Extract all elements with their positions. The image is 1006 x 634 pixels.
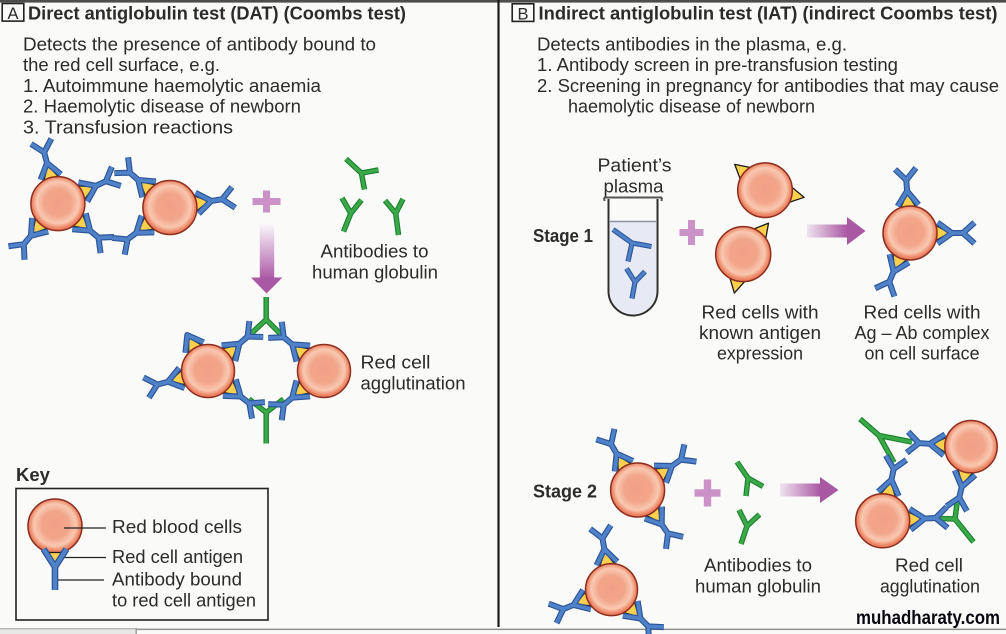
svg-text:haemolytic disease of newborn: haemolytic disease of newborn [568, 96, 815, 117]
svg-text:the red cell surface, e.g.: the red cell surface, e.g. [23, 54, 220, 75]
svg-text:human globulin: human globulin [312, 261, 438, 282]
svg-text:A: A [7, 5, 18, 23]
svg-text:plasma: plasma [604, 176, 665, 197]
svg-text:Indirect antiglobulin test (IA: Indirect antiglobulin test (IAT) (indire… [539, 3, 998, 24]
svg-text:Antibody bound: Antibody bound [112, 569, 242, 590]
svg-text:agglutination: agglutination [361, 373, 466, 394]
svg-text:expression: expression [717, 343, 803, 364]
svg-text:1. Antibody screen in pre-tran: 1. Antibody screen in pre-transfusion te… [537, 54, 898, 75]
svg-text:Antibodies to: Antibodies to [704, 555, 812, 576]
svg-text:2. Haemolytic disease of newbo: 2. Haemolytic disease of newborn [23, 96, 301, 117]
svg-text:Key: Key [16, 464, 51, 485]
svg-text:Detects antibodies in the plas: Detects antibodies in the plasma, e.g. [537, 33, 847, 54]
svg-text:to red cell antigen: to red cell antigen [112, 590, 256, 611]
svg-text:Red cell: Red cell [895, 555, 963, 576]
svg-text:Stage 2: Stage 2 [533, 481, 597, 502]
svg-text:Red cells with: Red cells with [864, 302, 981, 323]
svg-text:1. Autoimmune haemolytic anaem: 1. Autoimmune haemolytic anaemia [23, 75, 322, 96]
svg-text:Red cell: Red cell [361, 352, 431, 373]
svg-text:Red blood cells: Red blood cells [112, 516, 242, 537]
svg-text:Ag – Ab complex: Ag – Ab complex [855, 322, 990, 343]
svg-text:3. Transfusion reactions: 3. Transfusion reactions [23, 116, 233, 137]
svg-text:known antigen: known antigen [699, 322, 821, 343]
svg-text:agglutination: agglutination [880, 576, 980, 597]
svg-text:Direct antiglobulin test (DAT): Direct antiglobulin test (DAT) (Coombs t… [28, 3, 406, 24]
svg-text:Detects the presence of antibo: Detects the presence of antibody bound t… [23, 33, 376, 54]
svg-text:Antibodies to: Antibodies to [321, 241, 429, 262]
svg-text:2. Screening in pregnancy for: 2. Screening in pregnancy for antibodies… [537, 75, 999, 96]
svg-text:Patient’s: Patient’s [598, 155, 672, 176]
svg-text:Red cells with: Red cells with [702, 302, 819, 323]
svg-text:B: B [517, 5, 528, 23]
svg-text:human globulin: human globulin [695, 576, 821, 597]
svg-text:Red cell antigen: Red cell antigen [112, 546, 243, 567]
svg-text:Stage 1: Stage 1 [533, 225, 593, 246]
svg-text:on cell surface: on cell surface [865, 343, 980, 364]
svg-text:muhadharaty.com: muhadharaty.com [856, 607, 1000, 629]
